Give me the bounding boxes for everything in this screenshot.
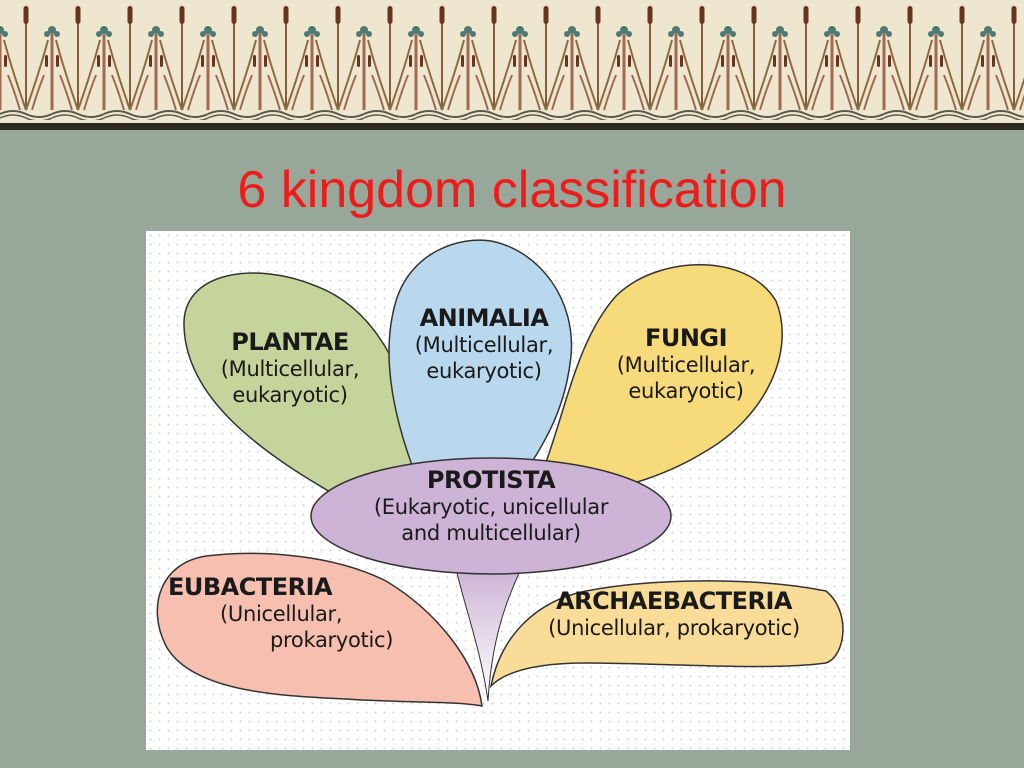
kingdom-desc: and multicellular): [401, 521, 581, 545]
archaebacteria-petal: [489, 580, 844, 689]
kingdom-desc: (Unicellular, prokaryotic): [548, 616, 800, 640]
kingdom-archaebacteria: ARCHAEBACTERIA (Unicellular, prokaryotic…: [504, 587, 844, 641]
kingdom-name: PLANTAE: [231, 328, 349, 356]
protista-stem: [455, 568, 522, 702]
kingdom-desc: (Multicellular,: [414, 333, 554, 357]
kingdom-fungi: FUNGI (Multicellular, eukaryotic): [586, 324, 786, 404]
kingdom-animalia: ANIMALIA (Multicellular, eukaryotic): [384, 304, 584, 384]
kingdom-name: PROTISTA: [426, 466, 556, 494]
kingdom-name: EUBACTERIA: [168, 573, 333, 601]
kingdom-desc: eukaryotic): [426, 359, 542, 383]
kingdom-protista: PROTISTA (Eukaryotic, unicellular and mu…: [341, 466, 641, 546]
slide-title: 6 kingdom classification: [237, 161, 787, 219]
kingdom-desc: (Multicellular,: [220, 357, 360, 381]
kingdom-name: ARCHAEBACTERIA: [556, 587, 792, 615]
kingdom-desc: eukaryotic): [232, 383, 348, 407]
protista-petal: [310, 457, 672, 575]
kingdom-desc: (Unicellular,: [220, 602, 343, 626]
kingdom-diagram: PLANTAE (Multicellular, eukaryotic) ANIM…: [146, 231, 850, 750]
kingdom-desc: (Eukaryotic, unicellular: [373, 495, 609, 519]
kingdom-eubacteria: EUBACTERIA (Unicellular, prokaryotic): [168, 573, 394, 653]
decorative-border: [0, 0, 1024, 130]
kingdom-desc: (Multicellular,: [616, 353, 756, 377]
animalia-petal: [388, 239, 573, 477]
kingdom-plantae: PLANTAE (Multicellular, eukaryotic): [190, 328, 390, 408]
fungi-petal: [540, 264, 783, 494]
kingdom-name: ANIMALIA: [419, 304, 549, 332]
kingdom-desc: eukaryotic): [628, 379, 744, 403]
cattail-frieze-icon: [0, 0, 1024, 130]
eubacteria-petal: [156, 552, 483, 707]
kingdom-desc: prokaryotic): [270, 628, 394, 652]
kingdom-name: FUNGI: [644, 324, 728, 352]
